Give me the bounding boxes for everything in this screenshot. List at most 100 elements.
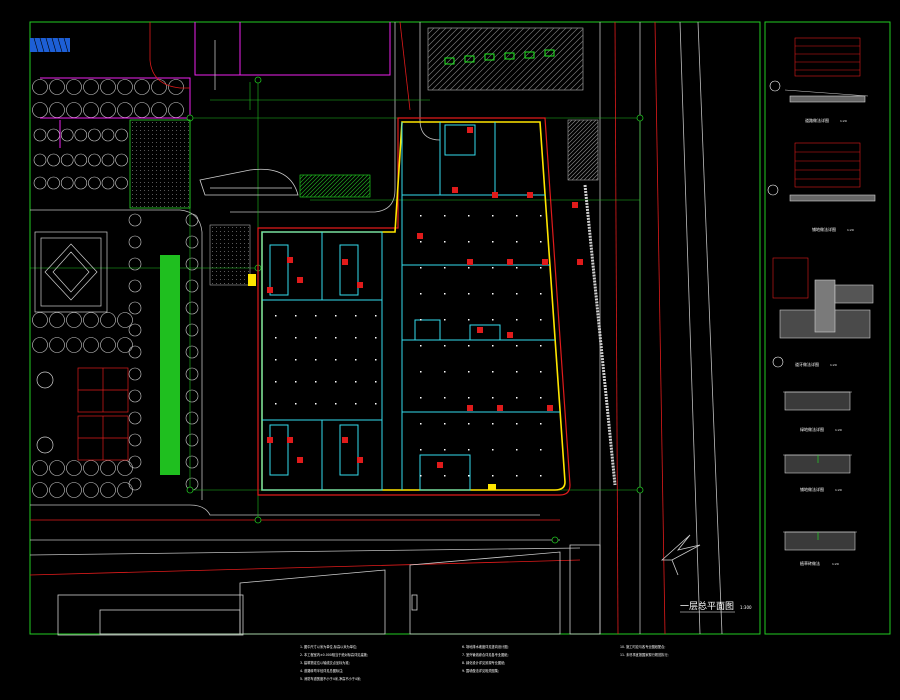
hatch-dot [140,154,141,155]
hatch-dot [236,283,237,284]
hatch-dot [148,126,149,127]
hatch-dot [176,182,177,183]
tree-symbol [101,153,115,167]
hatch-dot [224,239,225,240]
column-dot [516,423,518,425]
column-dot [355,359,357,361]
tree-symbol [100,312,116,328]
hatch-dot [148,178,149,179]
hatch-dot [144,190,145,191]
hatch-dot [132,174,133,175]
hatch-dot [172,130,173,131]
column-dot [468,371,470,373]
column-dot [420,423,422,425]
hatch-dot [164,154,165,155]
hatch-dot [164,134,165,135]
hatch-dot [168,134,169,135]
hatch-line [567,133,599,165]
hatch-dot [224,271,225,272]
hatch-line [427,27,477,77]
column-dot [492,371,494,373]
hatch-dot [160,174,161,175]
hatch-line [485,27,549,91]
room-marker [287,437,293,443]
hatch-line [583,165,599,181]
hatch-dot [140,182,141,183]
hatch-dot [152,154,153,155]
column-dot [516,345,518,347]
hatch-line [567,119,597,149]
column-dot [492,397,494,399]
hatch-dot [144,134,145,135]
room-marker [357,457,363,463]
hatch-dot [228,271,229,272]
hatch-line [437,27,501,91]
hatch-dot [228,263,229,264]
hatch-dot [216,247,217,248]
hatch-dot [148,202,149,203]
hatch-dot [232,283,233,284]
hatch-dot [156,190,157,191]
detail-scale-4: 1:20 [835,428,842,432]
hatch-dot [156,142,157,143]
entrance-ramp [199,168,299,196]
hatch-dot [228,275,229,276]
hatch-dot [168,202,169,203]
hatch-dot [176,202,177,203]
detail-title-2: 铺地做法详图 [812,226,836,232]
tree-symbol [60,176,74,190]
hatch-dot [232,239,233,240]
hatch-dot [224,259,225,260]
column-dot [315,403,317,405]
column-dot [540,423,542,425]
hatch-dot [224,235,225,236]
hatch-dot [220,267,221,268]
hatch-dot [180,198,181,199]
hatch-dot [172,142,173,143]
hatch-dot [188,174,189,175]
hatch-dot [244,263,245,264]
hatch-dot [136,174,137,175]
hatch-dot [176,190,177,191]
hatch-line [299,174,317,192]
hatch-dot [136,158,137,159]
hatch-dot [236,263,237,264]
hatch-dot [168,146,169,147]
hatch-dot [160,134,161,135]
hatch-dot [220,231,221,232]
hatch-dot [224,275,225,276]
detail-title-5: 铺地做法详图 [800,486,824,492]
hatch-dot [160,138,161,139]
hatch-dot [220,251,221,252]
hatch-line [579,161,599,181]
column-dot [295,315,297,317]
axis-bubbles [186,76,644,544]
hatch-dot [160,170,161,171]
column-dot [375,403,377,405]
hatch-dot [172,194,173,195]
hatch-line [591,173,599,181]
hatch-dot [188,198,189,199]
hatch-dot [132,170,133,171]
hatch-dot [152,162,153,163]
hatch-dot [156,174,157,175]
hatch-dot [160,146,161,147]
tree-symbol [83,79,99,95]
hatch-dot [132,166,133,167]
hatch-dot [224,247,225,248]
hatch-dot [136,198,137,199]
hatch-line [567,149,599,181]
hatch-dot [140,138,141,139]
hatch-dot [244,259,245,260]
tree-symbol [128,389,142,403]
hatch-dot [216,267,217,268]
hatch-dot [160,206,161,207]
column-dot [468,449,470,451]
hatch-dot [168,154,169,155]
hatch-dot [148,134,149,135]
hatch-dot [188,162,189,163]
detail-road-section [769,37,869,103]
tree-symbol [66,460,82,476]
hatch-dot [140,146,141,147]
hatch-dot [164,186,165,187]
